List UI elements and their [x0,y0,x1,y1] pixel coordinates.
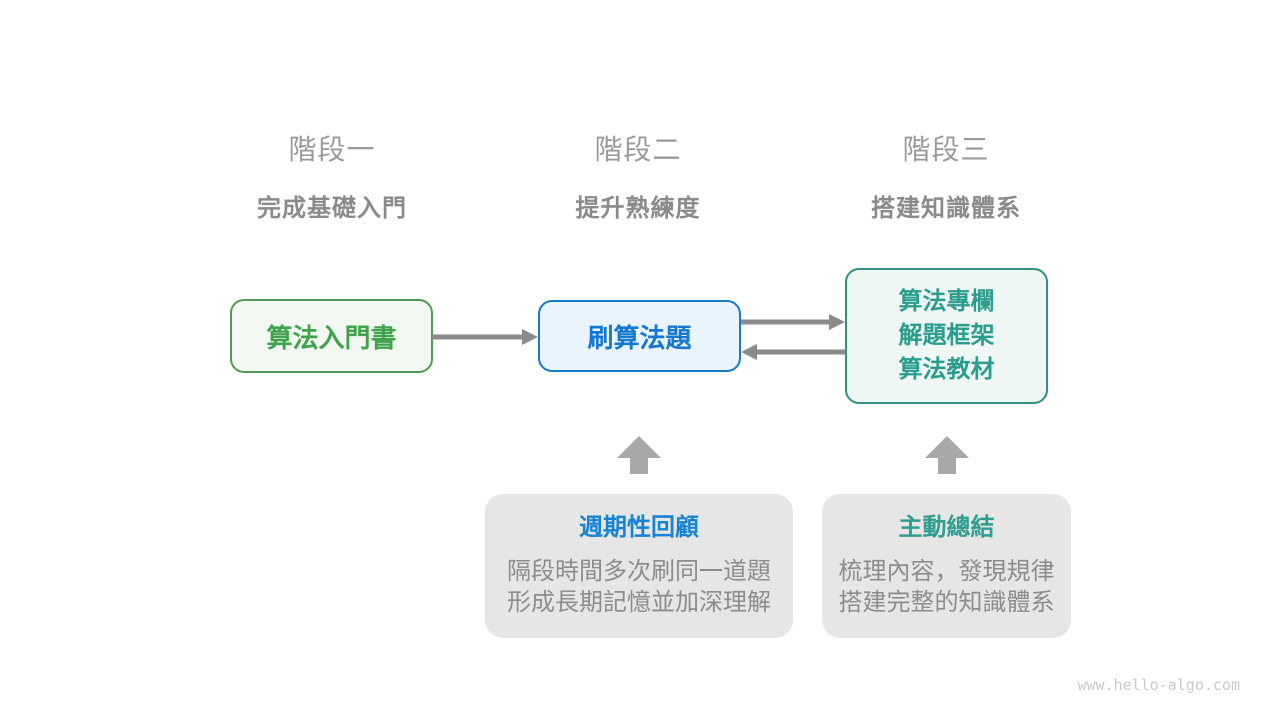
note-periodic-review-body-line-2: 形成長期記憶並加深理解 [507,589,771,616]
node-intro-book: 算法入門書 [230,299,433,373]
stage-1-header: 階段一 完成基礎入門 [172,128,492,223]
stage-2-header: 階段二 提升熟練度 [478,128,798,223]
note-periodic-review-title: 週期性回顧 [579,514,699,541]
note-periodic-review-body-line-1: 隔段時間多次刷同一道題 [507,558,771,585]
stage-2-label: 階段二 [594,134,682,165]
node-intro-book-label: 算法入門書 [266,322,397,353]
node-practice-label: 刷算法題 [587,322,692,353]
arrow-intro-to-practice-icon [432,329,538,345]
stage-1-label: 階段一 [288,134,376,165]
stage-2-subtitle: 提升熟練度 [575,195,701,222]
note-periodic-review-body: 隔段時間多次刷同一道題 形成長期記憶並加深理解 [485,556,793,618]
note-active-summary-body-line-2: 搭建完整的知識體系 [838,589,1055,616]
note-periodic-review: 週期性回顧 隔段時間多次刷同一道題 形成長期記憶並加深理解 [485,494,793,638]
stage-3-header: 階段三 搭建知識體系 [786,128,1106,223]
node-advanced-resources: 算法專欄 解題框架 算法教材 [845,268,1048,404]
arrow-advanced-to-practice-icon [741,344,845,360]
note-active-summary-body-line-1: 梳理內容，發現規律 [838,558,1055,585]
stage-3-subtitle: 搭建知識體系 [871,195,1021,222]
stage-3-label: 階段三 [902,134,990,165]
note-active-summary: 主動總結 梳理內容，發現規律 搭建完整的知識體系 [822,494,1071,638]
arrow-up-review-icon [617,436,661,474]
watermark: www.hello-algo.com [1077,676,1240,694]
arrow-practice-to-advanced-icon [741,314,845,330]
node-advanced-line-3: 算法教材 [898,356,995,383]
arrow-up-summary-icon [925,436,969,474]
stage-1-subtitle: 完成基礎入門 [257,195,407,222]
node-advanced-line-2: 解題框架 [898,322,995,349]
node-practice-problems: 刷算法題 [538,300,741,372]
note-active-summary-body: 梳理內容，發現規律 搭建完整的知識體系 [822,556,1071,618]
node-advanced-line-1: 算法專欄 [898,288,995,315]
note-active-summary-title: 主動總結 [898,514,995,541]
